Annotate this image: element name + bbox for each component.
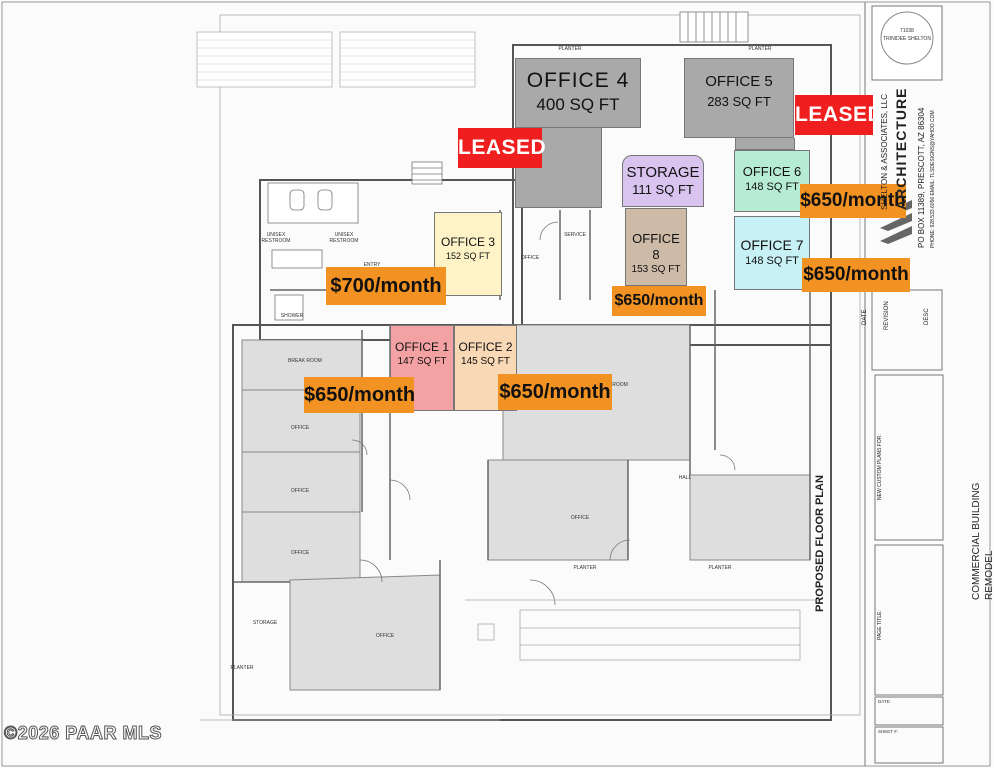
office-2-room[interactable]: OFFICE 2 145 SQ FT [454, 325, 517, 411]
office-4-leased-tag: LEASED [458, 128, 546, 168]
entry-label: ENTRY [363, 262, 381, 268]
date-label: DATE: [878, 699, 891, 704]
office-4-size: 400 SQ FT [536, 95, 620, 114]
office-2-price-tag: $650/month [498, 374, 612, 410]
service-label: SERVICE [564, 232, 586, 238]
office-8-name: OFFICE 8 [632, 231, 680, 262]
office-6-room[interactable]: OFFICE 6 148 SQ FT [734, 150, 810, 212]
room-label: OFFICE [375, 633, 395, 639]
desc-column-label: DESC [924, 308, 930, 325]
office-8-room[interactable]: OFFICE 8 153 SQ FT [625, 208, 687, 286]
storage-name: STORAGE [626, 164, 700, 181]
office-3-room[interactable]: OFFICE 3 152 SQ FT [434, 212, 502, 296]
office-5-room[interactable]: OFFICE 5 283 SQ FT [684, 58, 794, 138]
office-4-room[interactable]: OFFICE 4 400 SQ FT [515, 58, 641, 128]
office-1-size: 147 SQ FT [397, 356, 447, 367]
office-3-price-tag: $700/month [326, 267, 446, 305]
office-5-name: OFFICE 5 [705, 73, 773, 90]
office-4-name: OFFICE 4 [526, 69, 630, 92]
office-5-size: 283 SQ FT [707, 94, 771, 109]
planter-label: PLANTER [708, 565, 732, 571]
office-1-name: OFFICE 1 [394, 340, 449, 354]
copyright-watermark: ©2026 PAAR MLS [4, 723, 162, 744]
planter-label: PLANTER [573, 565, 597, 571]
restroom-label: UNISEX RESTROOM [329, 232, 359, 244]
room-label: OFFICE [290, 550, 310, 556]
restroom-label: UNISEX RESTROOM [261, 232, 291, 244]
firm-subtitle: ARCHITECTURE [893, 87, 909, 210]
planter-label: PLANTER [748, 46, 772, 52]
hall-label: HALL [678, 475, 692, 481]
revision-label: REVISION [884, 301, 890, 330]
office-2-size: 145 SQ FT [461, 356, 510, 367]
sheet-label: SHEET #: [878, 729, 898, 734]
office-8-price-tag: $650/month [612, 286, 706, 316]
office-7-price-tag: $650/month [802, 258, 910, 292]
room-label: ROOM [612, 382, 628, 388]
seal-name: TRINIDEE SHELTON [883, 36, 931, 42]
plans-for-label: NEW CUSTOM PLANS FOR: [877, 434, 883, 500]
planter-label: PLANTER [558, 46, 582, 52]
room-label: OFFICE [520, 255, 540, 261]
office-6-size: 148 SQ FT [745, 181, 799, 193]
office-1-price-tag: $650/month [304, 377, 415, 413]
page-title-label: PAGE TITLE: [877, 610, 883, 640]
break-room-label: BREAK ROOM [288, 358, 322, 364]
firm-contact: PHONE: 928.533.6056 EMAIL: TLSDESIGNS@YA… [930, 110, 936, 248]
office-5-annex [735, 138, 795, 150]
office-5-leased-tag: LEASED [795, 95, 883, 135]
date-column-label: DATE [862, 309, 868, 325]
storage-room[interactable]: STORAGE 111 SQ FT [622, 155, 704, 207]
room-label: OFFICE [290, 488, 310, 494]
room-label: OFFICE [290, 425, 310, 431]
project-name: COMMERCIAL BUILDING REMODEL [971, 482, 994, 600]
office-3-size: 152 SQ FT [445, 251, 490, 261]
shower-label: SHOWER [280, 313, 304, 319]
firm-name: SHELTON & ASSOCIATES, LLC [880, 93, 889, 210]
office-7-room[interactable]: OFFICE 7 148 SQ FT [734, 216, 810, 290]
planter-label: PLANTER [230, 665, 254, 671]
office-8-size: 153 SQ FT [631, 264, 681, 275]
office-2-name: OFFICE 2 [458, 340, 513, 354]
office-7-size: 148 SQ FT [745, 255, 799, 267]
storage-size: 111 SQ FT [632, 182, 694, 197]
storage-label: STORAGE [252, 620, 278, 626]
page-title: PROPOSED FLOOR PLAN [814, 475, 826, 612]
firm-address: PO BOX 11389, PRESCOTT, AZ 86304 [917, 107, 926, 248]
office-3-name: OFFICE 3 [440, 235, 495, 249]
room-label: OFFICE [570, 515, 590, 521]
office-6-price-tag: $650/month [800, 184, 906, 218]
office-7-name: OFFICE 7 [740, 237, 804, 253]
office-6-name: OFFICE 6 [742, 164, 802, 179]
seal-number: 71038 [900, 28, 914, 34]
